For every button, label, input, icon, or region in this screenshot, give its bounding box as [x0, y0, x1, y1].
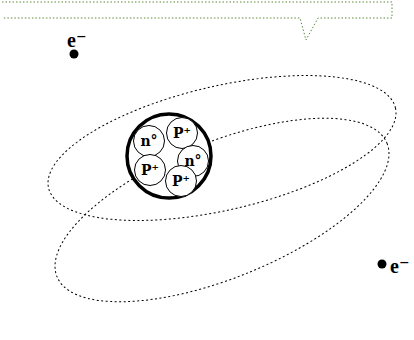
electron-orbit: [31, 80, 412, 339]
particle-circle: P⁺: [165, 165, 197, 197]
nucleus: [127, 114, 211, 198]
particle-symbol: P⁺: [141, 163, 159, 177]
electron-label: e⁻: [67, 30, 86, 50]
particle-symbol: n°: [140, 134, 157, 148]
particle-symbol: P⁺: [173, 126, 191, 140]
callout-outline: [2, 2, 392, 40]
particle-circle: P⁺: [134, 154, 166, 186]
particle-circle: n°: [133, 125, 165, 157]
electron-dot: [70, 50, 79, 59]
electron-orbit: [35, 48, 410, 249]
electron-dot: [378, 260, 387, 269]
electron-label: e⁻: [390, 256, 409, 276]
particle-symbol: P⁺: [172, 174, 190, 188]
